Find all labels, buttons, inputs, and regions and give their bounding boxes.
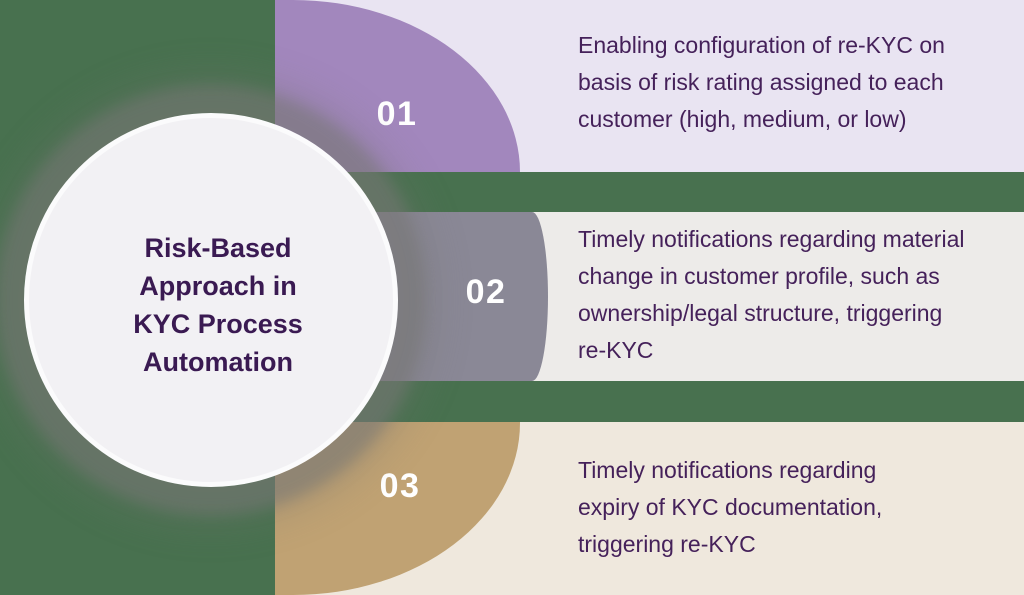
center-circle: Risk-Based Approach in KYC Process Autom… bbox=[24, 113, 398, 487]
band-2-number: 02 bbox=[465, 273, 507, 311]
band-2-description: Timely notifications regarding material … bbox=[578, 226, 965, 363]
band-2: 02 Timely notifications regarding materi… bbox=[275, 212, 1024, 381]
band-3-description: Timely notifications regarding expiry of… bbox=[578, 457, 883, 557]
center-title: Risk-Based Approach in KYC Process Autom… bbox=[133, 233, 303, 377]
band-3: 03 Timely notifications regarding expiry… bbox=[275, 422, 1024, 595]
band-1-description: Enabling configuration of re-KYC on basi… bbox=[578, 32, 945, 132]
band-3-number: 03 bbox=[379, 467, 421, 505]
band-1-number: 01 bbox=[376, 95, 418, 133]
band-1: 01 Enabling configuration of re-KYC on b… bbox=[275, 0, 1024, 172]
